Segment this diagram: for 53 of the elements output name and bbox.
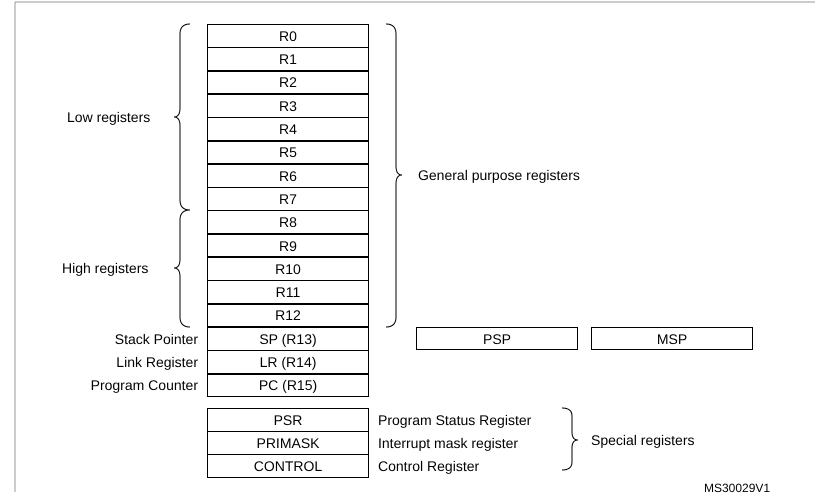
register-name: R11: [276, 284, 300, 300]
register-name: R2: [279, 74, 297, 90]
register-box: [207, 257, 369, 281]
register-box: [591, 327, 753, 350]
register-box: [207, 70, 369, 94]
register-box: [207, 24, 369, 48]
register-name: R4: [279, 121, 297, 138]
register-box: [207, 280, 369, 304]
register-description: Program Counter: [90, 376, 198, 396]
register-name: PSR: [274, 412, 302, 428]
register-box: [207, 326, 369, 351]
register-box: [207, 164, 369, 188]
register-name: PC (R15): [258, 377, 318, 394]
register-name: R8: [279, 214, 297, 230]
register-name: SP (R13): [259, 330, 317, 347]
register-box: [207, 187, 369, 211]
register-box: [207, 304, 369, 328]
register-name: R3: [279, 98, 297, 114]
register-description: Program Status Register: [378, 410, 532, 430]
register-box: [207, 47, 369, 72]
register-box: [207, 431, 369, 455]
register-name: LR (R14): [260, 354, 316, 370]
register-box: [207, 140, 369, 164]
register-box: [207, 117, 369, 141]
register-box: [207, 350, 369, 374]
register-name: R7: [279, 190, 297, 207]
register-description: Link Register: [116, 353, 198, 372]
group-label: Special registers: [591, 431, 694, 450]
register-box: [207, 454, 369, 478]
register-name: MSP: [656, 330, 688, 347]
register-box: [207, 408, 369, 432]
register-description: Control Register: [378, 456, 480, 476]
register-name: R10: [275, 260, 301, 277]
group-label: General purpose registers: [418, 166, 580, 185]
register-box: [207, 94, 369, 118]
register-name: R9: [279, 238, 297, 254]
figure-id: MS30029V1: [704, 480, 770, 495]
register-box: [207, 234, 369, 258]
register-description: Interrupt mask register: [378, 434, 518, 453]
register-name: R6: [279, 168, 297, 184]
group-label: High registers: [62, 259, 148, 278]
group-label: Low registers: [67, 108, 150, 127]
register-box: [207, 210, 369, 234]
register-name: R5: [279, 144, 297, 160]
register-name: R1: [279, 51, 297, 68]
register-box: [207, 374, 369, 398]
register-name: PRIMASK: [256, 434, 320, 451]
register-description: Stack Pointer: [114, 330, 198, 349]
register-name: R0: [279, 28, 297, 44]
register-name: CONTROL: [254, 458, 322, 474]
register-name: R12: [275, 307, 301, 324]
register-box: [416, 327, 578, 350]
register-name: PSP: [482, 330, 511, 347]
